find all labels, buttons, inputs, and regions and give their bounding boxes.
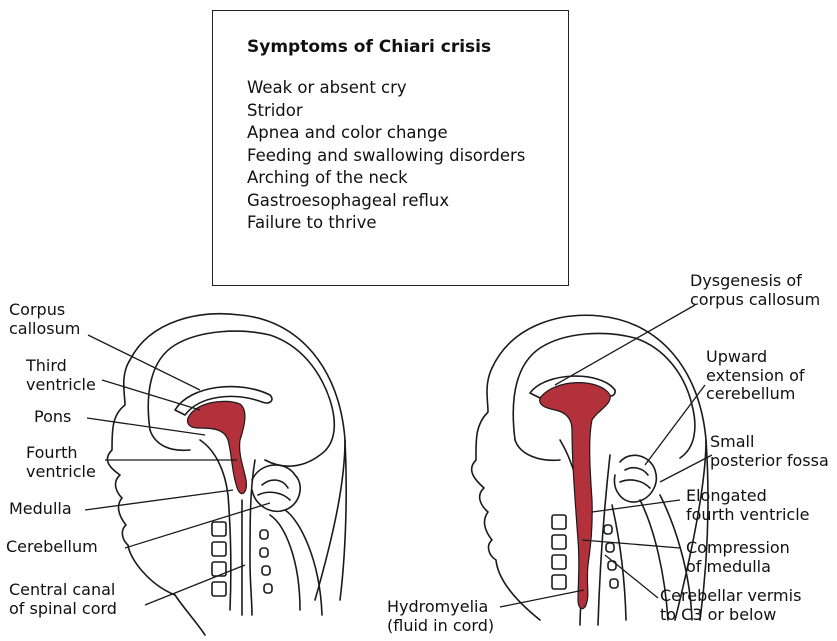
leader-vermis (605, 555, 658, 598)
leader-compression (582, 540, 680, 548)
leader-corpus-callosum (88, 335, 200, 390)
label-hydromyelia: Hydromyelia(fluid in cord) (387, 598, 494, 635)
leader-hydromyelia (500, 590, 584, 607)
normal-ventricle-shape (187, 401, 246, 493)
leader-medulla (85, 490, 233, 510)
label-cerebellum: Cerebellum (6, 538, 98, 557)
leader-upward-extension (645, 385, 705, 465)
label-pons: Pons (34, 408, 71, 427)
leader-cerebellum (125, 503, 270, 548)
leader-dysgenesis (555, 305, 695, 385)
label-medulla: Medulla (9, 500, 72, 519)
